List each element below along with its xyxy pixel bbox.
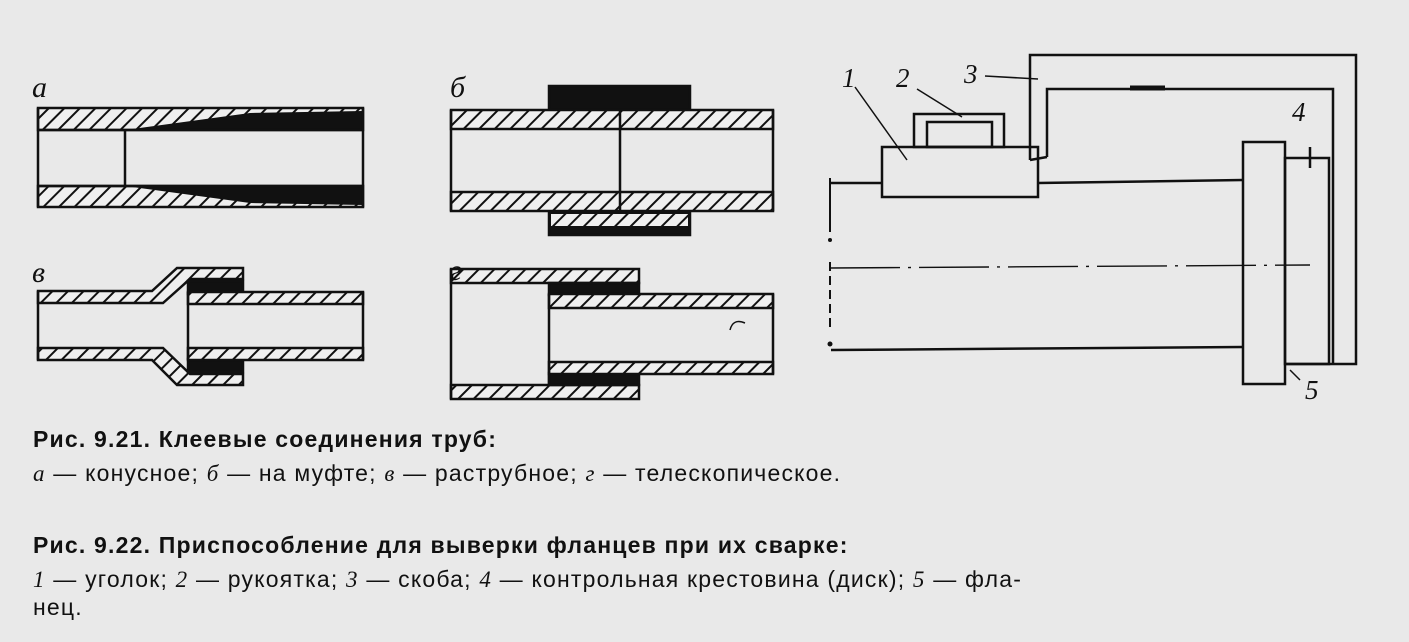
legend-key-3: 3 [346, 567, 359, 592]
callout-5: 5 [1305, 375, 1319, 405]
flange-fixture-drawing [827, 53, 1358, 386]
legend-text-g: — телескопическое. [595, 460, 842, 486]
callout-2: 2 [896, 63, 910, 93]
caption-921-title-text: Рис. 9.21. Клеевые соединения труб: [33, 426, 498, 452]
callout-1: 1 [842, 63, 856, 93]
caption-922-continuation: нец. [33, 592, 83, 622]
figure-v-label: в [32, 256, 45, 289]
legend-key-a: а [33, 461, 46, 486]
legend-key-4: 4 [479, 567, 493, 592]
caption-922-title: Рис. 9.22. Приспособление для выверки фл… [33, 530, 849, 560]
caption-922-continuation-text: нец. [33, 594, 83, 620]
legend-key-v: в [384, 461, 396, 486]
technical-drawing: а б в г [32, 53, 1358, 405]
caption-922-legend: 1 — уголок; 2 — рукоятка; 3 — скоба; 4 —… [33, 564, 1022, 595]
legend-text-a: — конусное; [45, 460, 207, 486]
legend-text-3: — скоба; [358, 566, 480, 592]
figure-a-conical-joint [36, 106, 365, 209]
figure-a-label: а [32, 71, 47, 104]
figure-v-socket-joint [36, 266, 365, 387]
legend-text-v: — раструбное; [395, 460, 586, 486]
legend-key-2: 2 [175, 567, 189, 592]
leader-lines [854, 75, 1301, 381]
legend-text-1: — уголок; [45, 566, 176, 592]
legend-text-b: — на муфте; [219, 460, 385, 486]
caption-921-title: Рис. 9.21. Клеевые соединения труб: [33, 424, 497, 454]
legend-key-b: б [206, 461, 220, 486]
legend-text-2: — рукоятка; [188, 566, 347, 592]
caption-922-title-text: Рис. 9.22. Приспособление для выверки фл… [33, 532, 849, 558]
legend-key-1: 1 [33, 567, 46, 592]
legend-text-4: — контрольная крестовина (диск); [492, 566, 913, 592]
callout-4: 4 [1292, 97, 1306, 127]
legend-key-5: 5 [912, 567, 926, 592]
caption-921-legend: а — конусное; б — на муфте; в — раструбн… [33, 458, 841, 489]
legend-text-5: — фла- [925, 566, 1023, 592]
callout-3: 3 [963, 59, 978, 89]
legend-key-g: г [585, 461, 596, 486]
figure-b-sleeve-joint [449, 84, 775, 237]
figure-b-label: б [450, 71, 466, 104]
figure-g-telescopic-joint [449, 267, 775, 401]
figure-g-label: г [450, 254, 462, 287]
